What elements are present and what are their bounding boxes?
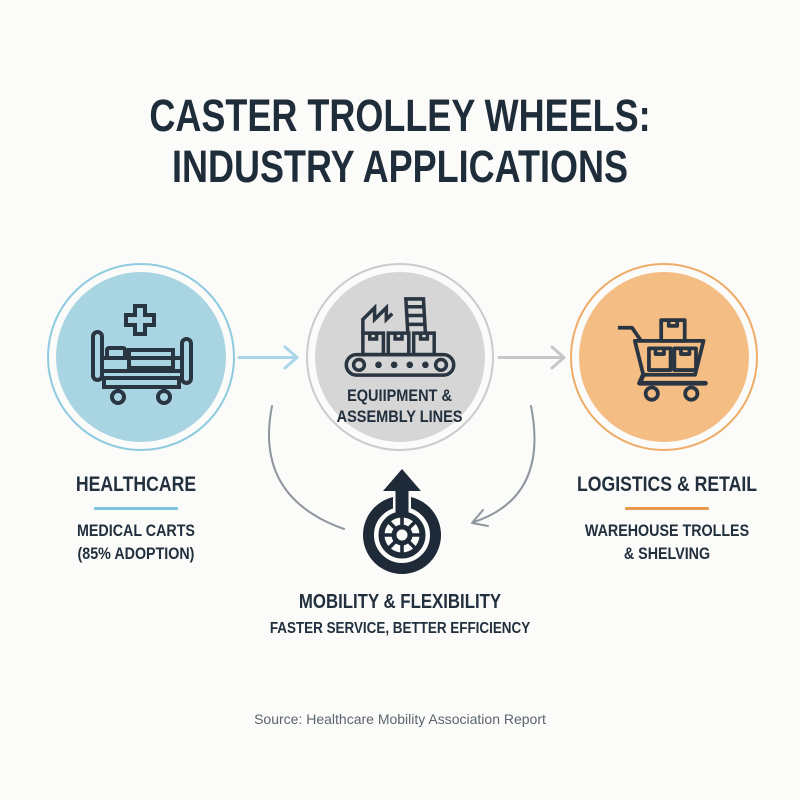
logistics-circle	[579, 272, 749, 442]
equipment-circle-ring: EQUIIPMENT & ASSEMBLY LINES	[306, 263, 494, 451]
healthcare-heading: HEALTHCARE	[75, 473, 197, 496]
source-note: Source: Healthcare Mobility Association …	[254, 711, 546, 727]
healthcare-label-block: HEALTHCARE MEDICAL CARTS (85% ADOPTION)	[30, 473, 242, 565]
arrow-equipment-to-logistics-icon	[497, 345, 566, 370]
title-line-2: INDUSTRY APPLICATIONS	[171, 141, 629, 192]
logistics-heading: LOGISTICS & RETAIL	[577, 473, 757, 496]
caster-wheel-up-arrow-icon	[352, 464, 452, 582]
logistics-detail: WAREHOUSE TROLLES & SHELVING	[584, 521, 750, 563]
healthcare-detail: MEDICAL CARTS (85% ADOPTION)	[77, 521, 195, 563]
equipment-node: EQUIIPMENT & ASSEMBLY LINES	[306, 263, 494, 451]
equipment-label: EQUIIPMENT & ASSEMBLY LINES	[337, 387, 463, 426]
healthcare-circle-ring	[47, 263, 235, 451]
arrow-healthcare-to-equipment-icon	[237, 345, 299, 370]
mobility-detail: FASTER SERVICE, BETTER EFFICIENCY	[269, 620, 531, 637]
shopping-cart-icon	[617, 318, 708, 402]
healthcare-node	[47, 263, 235, 451]
logistics-divider	[625, 507, 709, 510]
logistics-circle-ring	[570, 263, 758, 451]
mobility-heading: MOBILITY & FLEXIBILITY	[298, 591, 502, 613]
hospital-bed-icon	[91, 304, 193, 405]
logistics-label-block: LOGISTICS & RETAIL WAREHOUSE TROLLES & S…	[557, 473, 777, 565]
logistics-node	[570, 263, 758, 451]
equipment-circle: EQUIIPMENT & ASSEMBLY LINES	[315, 272, 485, 442]
healthcare-divider	[94, 507, 178, 510]
page-title: CASTER TROLLEY WHEELS: INDUSTRY APPLICAT…	[80, 90, 720, 192]
healthcare-circle	[56, 272, 226, 442]
factory-conveyor-icon	[344, 297, 456, 377]
mobility-label-block: MOBILITY & FLEXIBILITY FASTER SERVICE, B…	[200, 591, 600, 638]
title-line-1: CASTER TROLLEY WHEELS:	[149, 90, 651, 141]
